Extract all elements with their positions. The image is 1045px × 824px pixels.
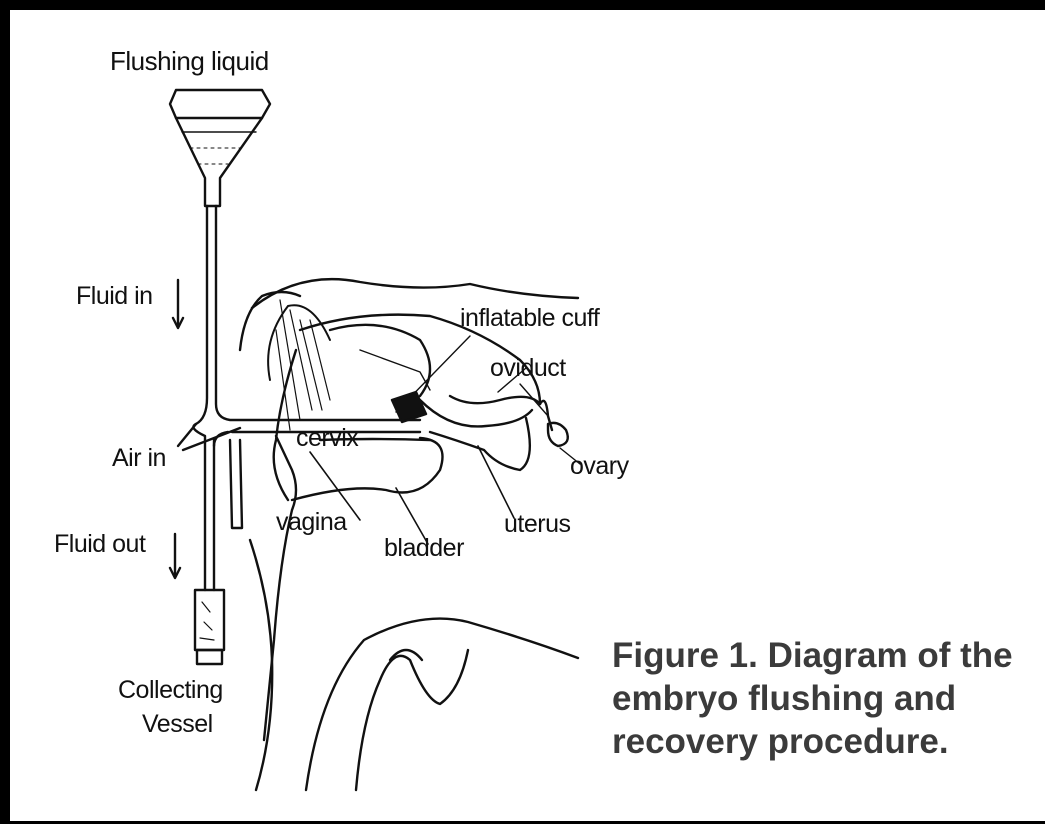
figure-caption: Figure 1. Diagram of the embryo flushing…	[612, 634, 1013, 763]
funnel-icon	[170, 90, 270, 206]
label-oviduct: oviduct	[490, 356, 566, 381]
label-collecting: Collecting	[118, 678, 223, 703]
vagina-outline	[264, 436, 296, 740]
label-bladder: bladder	[384, 536, 464, 561]
label-vessel: Vessel	[142, 712, 213, 737]
oviduct-path	[540, 401, 552, 430]
label-fluid-in: Fluid in	[76, 284, 153, 309]
label-vagina: vagina	[276, 510, 347, 535]
label-uterus: uterus	[504, 512, 570, 537]
label-ovary: ovary	[570, 454, 629, 479]
caption-line: Figure 1. Diagram of the	[612, 634, 1013, 677]
label-air-in: Air in	[112, 446, 166, 471]
collecting-vessel-icon	[195, 590, 224, 664]
caption-line: embryo flushing and	[612, 677, 1013, 720]
caption-line: recovery procedure.	[612, 720, 1013, 763]
lower-body-outline	[306, 619, 578, 790]
label-cervix: cervix	[296, 426, 358, 451]
label-inflatable-cuff: inflatable cuff	[460, 306, 599, 331]
label-flushing-liquid: Flushing liquid	[110, 48, 269, 74]
label-fluid-out: Fluid out	[54, 532, 145, 557]
